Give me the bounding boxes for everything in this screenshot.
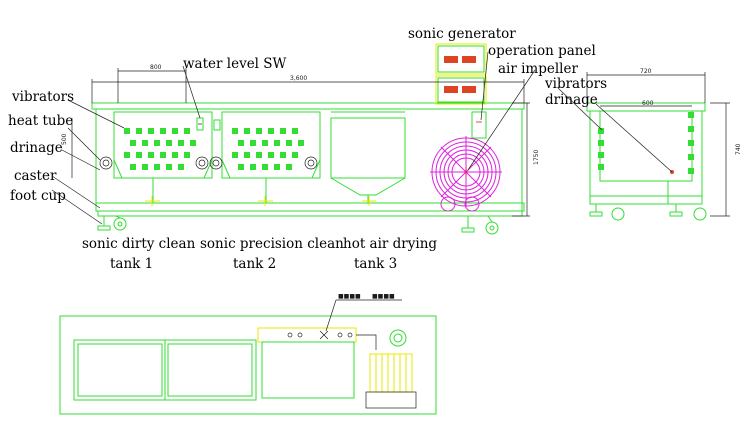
dim-tank-height: 500 <box>61 133 68 145</box>
leader-lines <box>51 51 673 225</box>
label-vibrators-right: vibrators <box>544 76 607 92</box>
dimension-lines <box>71 68 530 217</box>
front-elevation <box>71 43 530 235</box>
plan-view <box>59 299 437 415</box>
label-air-impeller: air impeller <box>498 61 578 77</box>
label-heat-tube: heat tube <box>8 113 73 129</box>
operation-panel-box <box>471 111 487 139</box>
water-level-switch-icon <box>196 117 221 131</box>
side-vibrators <box>598 112 694 174</box>
blower-motor-icon <box>365 329 417 409</box>
caster-icon <box>113 215 499 235</box>
sonic-generator-icon <box>435 43 487 105</box>
dim-tank-width: 800 <box>150 64 162 71</box>
tank-1-label-line2: tank 1 <box>110 256 153 272</box>
tank-2-body <box>221 111 321 203</box>
vibrators-tank-2 <box>232 128 304 170</box>
heat-tube-icon <box>99 156 318 170</box>
label-drinage-left: drinage <box>10 140 63 156</box>
plan-tag-1: ■■■■ <box>338 293 361 300</box>
dim-overall-length: 3,600 <box>290 75 307 82</box>
vibrators-tank-1 <box>124 128 196 170</box>
tank-3-label-line2: tank 3 <box>354 256 397 272</box>
tank-3-body <box>330 111 406 203</box>
plan-tag-2: ■■■■ <box>372 293 395 300</box>
side-elevation <box>586 72 730 221</box>
dim-side-height: 740 <box>735 143 742 155</box>
foot-cup-icon <box>97 216 475 233</box>
label-sonic-generator: sonic generator <box>408 26 516 42</box>
dim-side-inner-width: 600 <box>642 100 654 107</box>
tank-2-label-line1: sonic precision clean <box>200 236 344 252</box>
label-caster: caster <box>14 168 57 184</box>
label-water-level-sw: water level SW <box>183 56 287 72</box>
tank-1-label-line1: sonic dirty clean <box>82 236 196 252</box>
label-vibrators-left: vibrators <box>11 89 74 105</box>
label-operation-panel: operation panel <box>488 43 596 59</box>
dim-side-width: 720 <box>640 68 652 75</box>
tank-1-body <box>113 111 213 203</box>
drain-valve-icon <box>145 196 376 206</box>
dim-overall-height: 1750 <box>533 150 540 165</box>
label-drinage-right: drinage <box>545 92 598 108</box>
air-impeller-icon <box>430 136 502 208</box>
tank-2-label-line2: tank 2 <box>233 256 276 272</box>
tank-3-label-line1: hot air drying <box>343 236 437 252</box>
label-foot-cup: foot cup <box>10 188 66 204</box>
